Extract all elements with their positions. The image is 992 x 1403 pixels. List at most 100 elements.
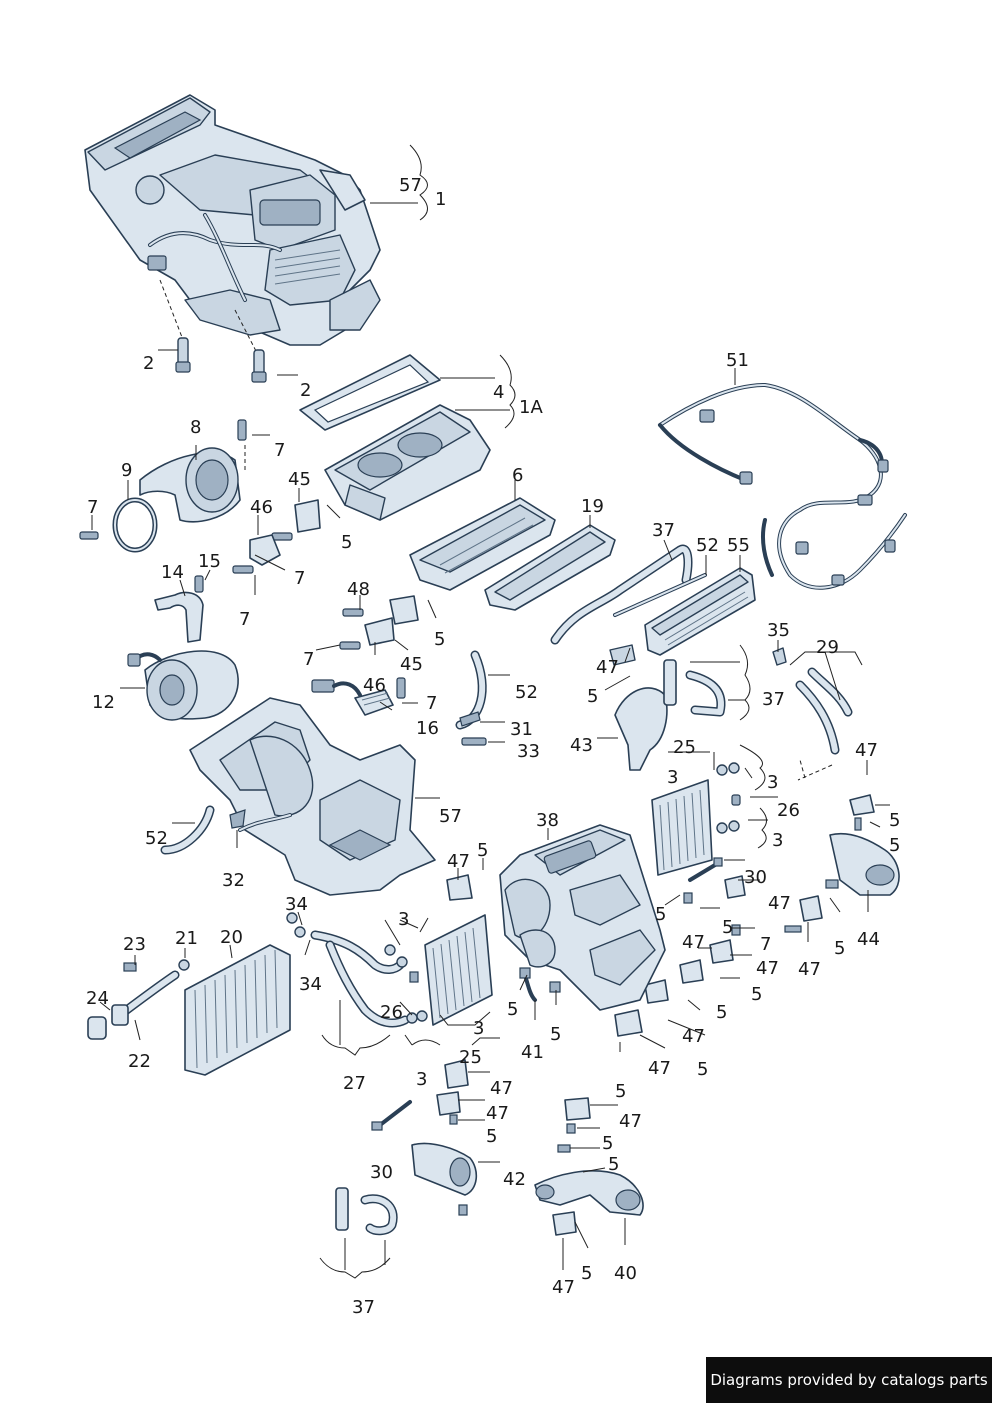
label-47-m: 47 <box>552 1277 575 1298</box>
label-5-b: 5 <box>434 629 445 650</box>
label-5-extra: 5 <box>608 1154 619 1175</box>
label-33: 33 <box>517 741 540 762</box>
label-47-j: 47 <box>490 1078 513 1099</box>
label-25-a: 25 <box>673 737 696 758</box>
label-4: 4 <box>493 382 504 403</box>
label-3-d: 3 <box>398 909 409 930</box>
attribution-footer: Diagrams provided by catalogs parts <box>706 1357 992 1403</box>
part-27-hoses <box>286 912 428 1028</box>
part-12-blower-motor <box>127 650 239 721</box>
label-47-g: 47 <box>756 958 779 979</box>
label-41: 41 <box>521 1042 544 1063</box>
label-3-b: 3 <box>767 772 778 793</box>
label-47-i: 47 <box>648 1058 671 1079</box>
label-29: 29 <box>816 637 839 658</box>
part-6-duct <box>409 497 556 591</box>
part-37-hose <box>550 544 693 645</box>
label-16: 16 <box>416 718 439 739</box>
label-5-q: 5 <box>602 1133 613 1154</box>
label-26-b: 26 <box>380 1002 403 1023</box>
label-30-a: 30 <box>744 867 767 888</box>
label-47-c: 47 <box>447 851 470 872</box>
part-8-blower-housing <box>139 447 241 523</box>
label-35: 35 <box>767 620 790 641</box>
part-37-hoses-bottom <box>335 1187 398 1236</box>
label-5-d: 5 <box>889 810 900 831</box>
label-5-k: 5 <box>751 984 762 1005</box>
part-4-gasket <box>299 354 441 431</box>
label-57-top: 57 <box>399 175 422 196</box>
part-19-duct <box>484 524 616 611</box>
label-52-c: 52 <box>145 828 168 849</box>
label-22: 22 <box>128 1051 151 1072</box>
label-47-h: 47 <box>682 1026 705 1047</box>
label-5-j: 5 <box>507 999 518 1020</box>
label-20: 20 <box>220 927 243 948</box>
label-5-m: 5 <box>716 1002 727 1023</box>
label-57-bottom: 57 <box>439 806 462 827</box>
label-5-l: 5 <box>550 1024 561 1045</box>
label-5-p: 5 <box>615 1081 626 1102</box>
label-34-a: 34 <box>285 894 308 915</box>
label-45-b: 45 <box>400 654 423 675</box>
label-44: 44 <box>857 929 880 950</box>
part-1-hvac-housing <box>84 94 381 346</box>
label-52-b: 52 <box>515 682 538 703</box>
label-1A: 1A <box>519 397 543 418</box>
part-38-heater-housing <box>446 824 666 1011</box>
label-3-c: 3 <box>772 830 783 851</box>
part-41-sensor <box>519 967 561 1002</box>
label-5-a: 5 <box>341 532 352 553</box>
label-7-a: 7 <box>274 440 285 461</box>
label-51: 51 <box>726 350 749 371</box>
label-47-k: 47 <box>486 1103 509 1124</box>
part-57-lower-housing <box>189 697 436 896</box>
label-7-e: 7 <box>303 649 314 670</box>
part-46-actuator <box>249 534 281 566</box>
part-52-strip <box>613 573 707 617</box>
part-1A-upper-housing <box>324 404 491 521</box>
part-16-resistor <box>311 679 394 716</box>
label-5-o: 5 <box>697 1059 708 1080</box>
label-2-right: 2 <box>300 380 311 401</box>
label-32: 32 <box>222 870 245 891</box>
label-37-a: 37 <box>652 520 675 541</box>
label-30-b: 30 <box>370 1162 393 1183</box>
part-45-actuator <box>294 499 419 646</box>
part-30-sensor <box>688 857 746 899</box>
attribution-text: Diagrams provided by catalogs parts <box>710 1371 988 1389</box>
label-43: 43 <box>570 735 593 756</box>
label-38: 38 <box>536 810 559 831</box>
label-46-b: 46 <box>363 675 386 696</box>
label-7-b: 7 <box>87 497 98 518</box>
label-5-c: 5 <box>587 686 598 707</box>
label-37-b: 37 <box>762 689 785 710</box>
part-29-hoses <box>772 647 853 755</box>
label-7-c: 7 <box>294 568 305 589</box>
label-3-f: 3 <box>416 1069 427 1090</box>
label-27: 27 <box>343 1073 366 1094</box>
label-46-a: 46 <box>250 497 273 518</box>
label-47-d: 47 <box>768 893 791 914</box>
part-9-seal-ring <box>112 497 158 553</box>
callout-labels: 57 1 2 2 4 1A 8 7 9 7 45 46 5 6 51 19 15… <box>86 175 900 1318</box>
label-6: 6 <box>512 465 523 486</box>
leader-lines <box>91 144 890 1279</box>
part-51-wiring-harness <box>658 383 907 590</box>
part-47-actuators-lower <box>436 1059 591 1236</box>
label-40: 40 <box>614 1263 637 1284</box>
label-52-a: 52 <box>696 535 719 556</box>
label-7-f: 7 <box>426 693 437 714</box>
label-7-g: 7 <box>760 934 771 955</box>
label-37-c: 37 <box>352 1297 375 1318</box>
part-14-bracket <box>154 575 204 643</box>
part-7-screws <box>79 419 406 699</box>
label-48: 48 <box>347 579 370 600</box>
part-evaporator-3-lower <box>424 914 493 1026</box>
label-2-left: 2 <box>143 353 154 374</box>
label-14: 14 <box>161 562 184 583</box>
part-30-sensor-lower <box>371 1100 412 1131</box>
label-5-r: 5 <box>581 1263 592 1284</box>
label-8: 8 <box>190 417 201 438</box>
